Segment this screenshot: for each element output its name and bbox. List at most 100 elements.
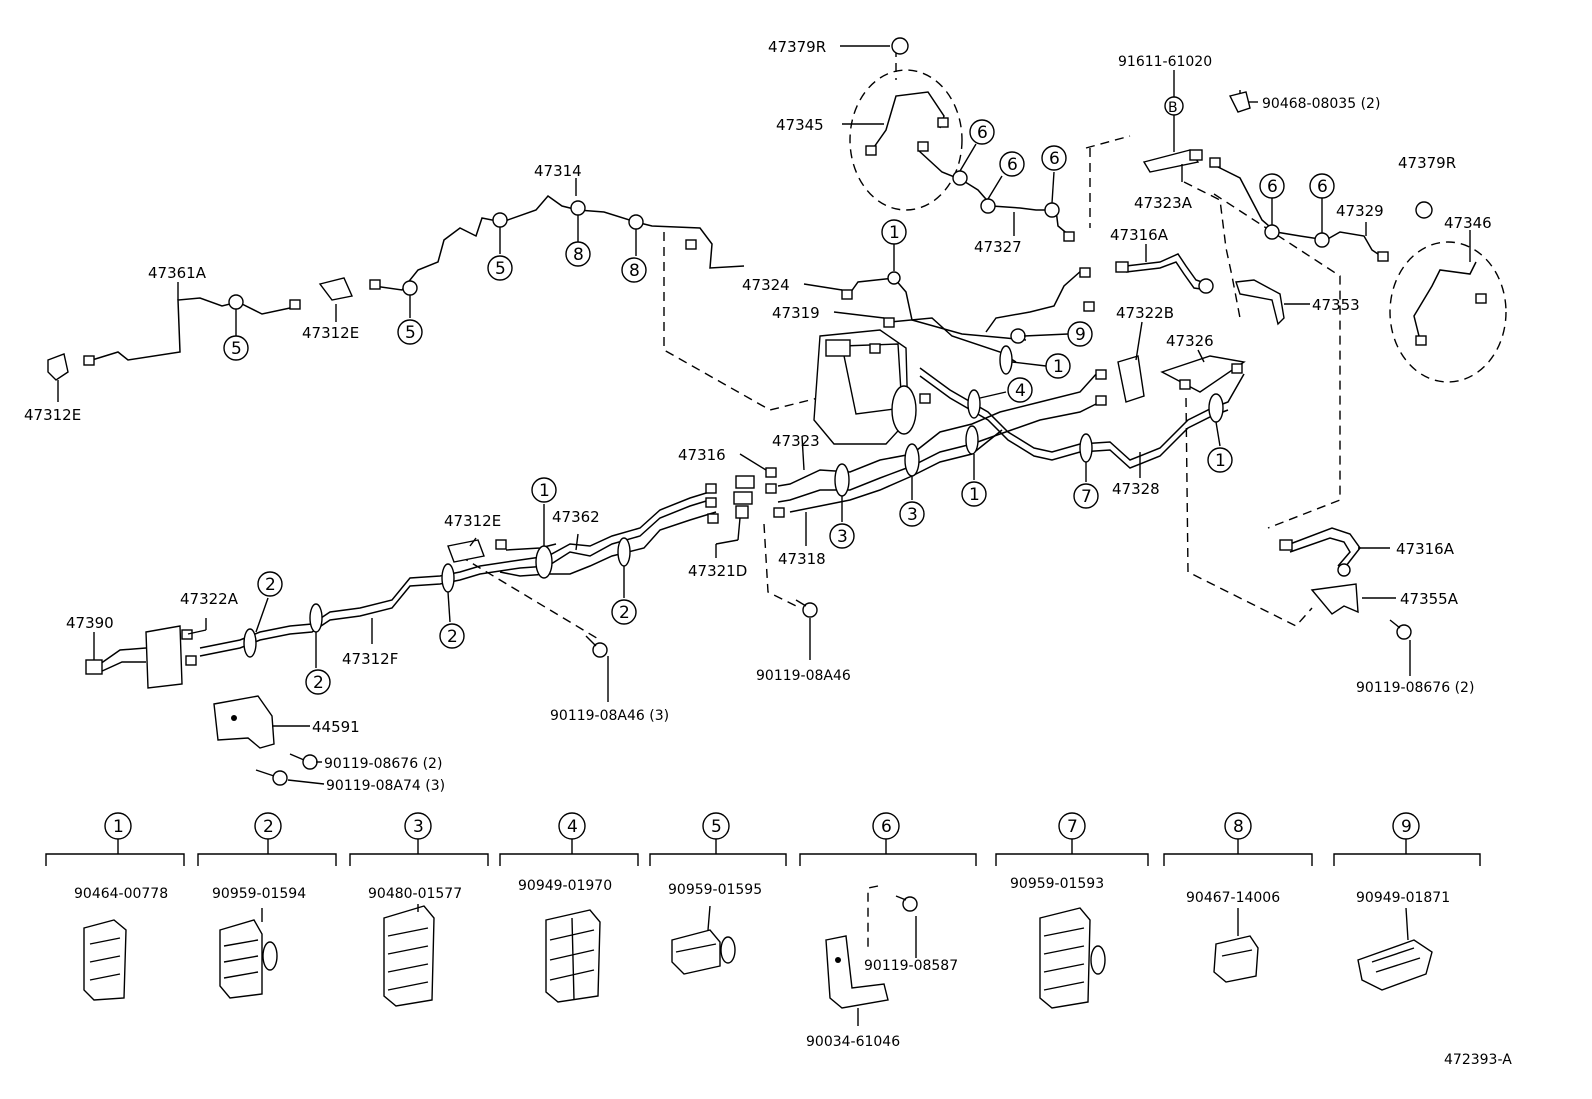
label-47312e: 47312E [444,512,501,530]
legend-item-7: 7 90959-01593 [995,812,1149,1009]
legend-part-6-bolt: 90119-08587 [864,958,958,974]
bolts [255,599,1412,786]
abs-actuator [813,329,917,445]
label-47329: 47329 [1336,202,1384,220]
legend-item-5: 5 90959-01595 [649,812,787,975]
diagram-id: 472393-A [1444,1052,1512,1068]
label-47328: 47328 [1112,480,1160,498]
label-47323a: 47323A [1134,194,1193,212]
callout-8: 8 [565,241,591,267]
svg-text:6: 6 [977,123,988,143]
label-47316a: 47316A [1110,226,1169,244]
callout-2: 2 [305,669,331,695]
label-47312e: 47312E [302,324,359,342]
callout-6: 6 [969,119,995,145]
svg-text:2: 2 [313,673,324,693]
leader-lines [57,45,1471,785]
label-47318: 47318 [778,550,826,568]
part-labels: 47379R 47345 91611-61020 90468-08035 (2)… [24,38,1492,794]
label-47326: 47326 [1166,332,1214,350]
callout-1: 1 [1207,447,1233,473]
callout-7: 7 [1073,483,1099,509]
callout-4: 4 [1007,377,1033,403]
label-47316: 47316 [678,446,726,464]
legend-part-4: 90949-01970 [518,878,612,894]
label-91611-61020: 91611-61020 [1118,54,1212,70]
callout-5: 5 [397,319,423,345]
label-47322b: 47322B [1116,304,1174,322]
svg-text:5: 5 [711,817,722,837]
union-47316 [705,393,931,524]
label-90119-08676: 90119-08676 (2) [1356,680,1474,696]
svg-text:9: 9 [1075,325,1086,345]
union-47312e-left [47,353,95,381]
label-90119-08a74: 90119-08A74 (3) [326,778,445,794]
label-90468-08035: 90468-08035 (2) [1262,96,1380,112]
legend-part-9: 90949-01871 [1356,890,1450,906]
legend-part-5: 90959-01595 [668,882,762,898]
label-47324: 47324 [742,276,790,294]
callout-1: 1 [531,477,557,503]
label-47321d: 47321D [688,562,747,580]
connector-47390 [85,659,103,675]
junction-47322a [85,625,197,689]
svg-text:7: 7 [1081,487,1092,507]
union-47322b [1117,355,1145,403]
label-47327: 47327 [974,238,1022,256]
tube-clamps [228,170,1330,658]
callout-5: 5 [487,255,513,281]
legend-item-4: 4 90949-01970 [499,812,639,1003]
label-90119-08a46-3: 90119-08A46 (3) [550,708,669,724]
legend-part-7: 90959-01593 [1010,876,1104,892]
label-47346: 47346 [1444,214,1492,232]
svg-text:1: 1 [889,223,900,243]
legend-part-8: 90467-14006 [1186,890,1280,906]
svg-text:2: 2 [263,817,274,837]
svg-text:5: 5 [231,339,242,359]
svg-text:8: 8 [1233,817,1244,837]
fitting [865,145,877,156]
svg-text:1: 1 [969,485,980,505]
svg-text:3: 3 [413,817,424,837]
label-47319: 47319 [772,304,820,322]
label-90119-08676: 90119-08676 (2) [324,756,442,772]
legend-item-2: 2 90959-01594 [197,812,337,999]
label-47353: 47353 [1312,296,1360,314]
svg-text:5: 5 [495,259,506,279]
svg-text:2: 2 [447,627,458,647]
legend-item-6: 6 90119-08587 90034-61046 [799,812,977,1050]
svg-text:3: 3 [837,527,848,547]
legend-part-1: 90464-00778 [74,886,168,902]
label-47355a: 47355A [1400,590,1459,608]
legend-part-2: 90959-01594 [212,886,306,902]
callout-6: 6 [1309,173,1335,199]
svg-text:9: 9 [1401,817,1412,837]
callout-5: 5 [223,335,249,361]
fitting [917,141,929,152]
callout-6: 6 [1041,145,1067,171]
label-47362: 47362 [552,508,600,526]
cap-47379r-top [891,37,909,55]
legend-item-9: 9 90949-01871 [1333,812,1481,991]
hose-end [1115,261,1129,273]
callout-9: 9 [1067,321,1093,347]
svg-text:7: 7 [1067,817,1078,837]
callout-3: 3 [829,523,855,549]
svg-text:1: 1 [1053,357,1064,377]
label-90119-08a46: 90119-08A46 [756,668,851,684]
label-47316a: 47316A [1396,540,1455,558]
clamp-legend: 1 90464-00778 2 90959-01594 3 90480-0157… [45,812,1481,1050]
callout-8: 8 [621,257,647,283]
label-47312e: 47312E [24,406,81,424]
callouts: 5 5 5 8 8 6 6 6 6 6 1 9 1 4 1 1 7 3 3 1 … [223,119,1335,695]
label-47361a: 47361A [148,264,207,282]
label-47323: 47323 [772,432,820,450]
callout-2: 2 [611,599,637,625]
label-44591: 44591 [312,718,360,736]
callout-3: 3 [899,501,925,527]
label-47379r: 47379R [768,38,826,56]
legend-item-1: 1 90464-00778 [45,812,185,1001]
clip-90468 [1228,91,1251,113]
svg-text:2: 2 [619,603,630,623]
